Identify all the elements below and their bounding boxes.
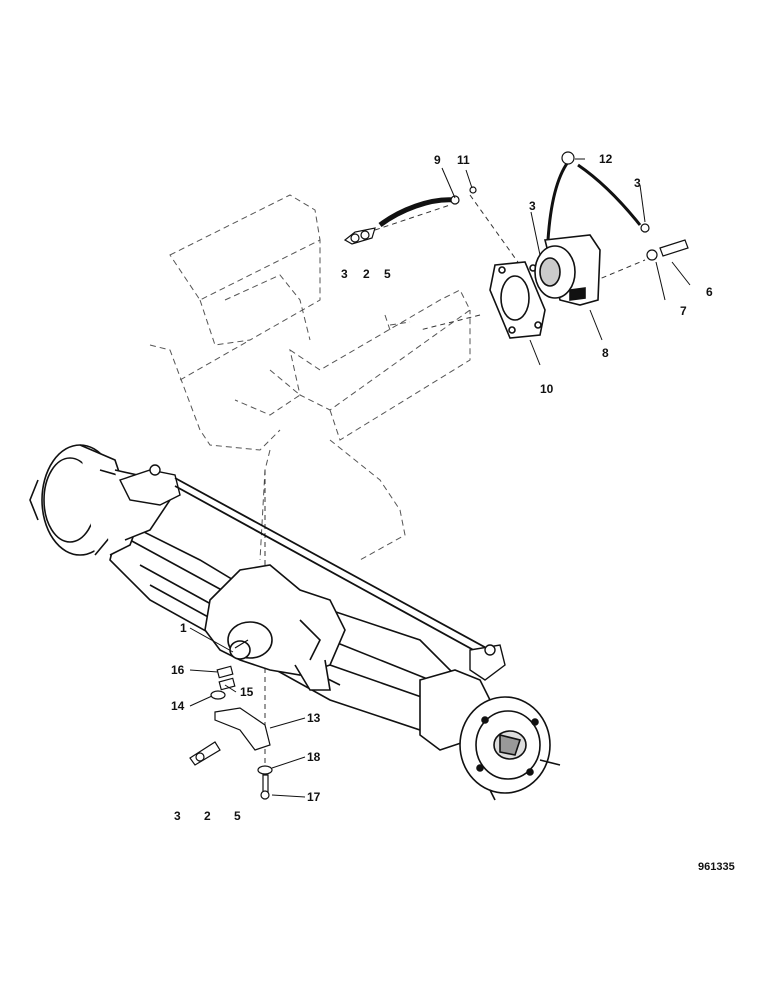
callout-10: 10: [540, 382, 554, 396]
grease-hose-left: [378, 197, 456, 228]
fasteners: [189, 151, 689, 800]
callout-1: 1: [180, 621, 187, 635]
pivot-housing: [534, 234, 601, 306]
left-hub-drum: [29, 444, 171, 556]
callout-9: 9: [434, 153, 441, 167]
callout-18: 18: [307, 750, 321, 764]
callout-3-upper-left: 3: [341, 267, 348, 281]
tie-rod: [174, 477, 491, 659]
mounting-gasket: [489, 261, 546, 339]
callout-11: 11: [457, 153, 470, 167]
callout-3-pivot: 3: [529, 199, 536, 213]
callout-6: 6: [706, 285, 713, 299]
callout-2-lower: 2: [204, 809, 211, 823]
drawing-reference-number: 961335: [698, 861, 735, 873]
callout-8: 8: [602, 346, 609, 360]
callout-5-lower: 5: [234, 809, 241, 823]
right-hub: [419, 669, 561, 801]
callout-leaders: [189, 158, 691, 798]
right-steering-arm: [469, 644, 506, 681]
callout-14: 14: [171, 699, 185, 713]
callout-3-lower: 3: [174, 809, 181, 823]
callout-13: 13: [307, 711, 321, 725]
chassis-frame-outline: [149, 194, 471, 561]
callout-2-upper: 2: [363, 267, 370, 281]
left-steering-arm: [119, 464, 181, 506]
callout-16: 16: [171, 663, 185, 677]
callout-3-upper-right: 3: [634, 176, 641, 190]
grease-hose: [546, 161, 642, 241]
callout-7: 7: [680, 304, 687, 318]
differential-housing: [204, 564, 346, 691]
callout-12: 12: [599, 152, 613, 166]
callout-15: 15: [240, 685, 254, 699]
callout-5-upper: 5: [384, 267, 391, 281]
callout-17: 17: [307, 790, 321, 804]
